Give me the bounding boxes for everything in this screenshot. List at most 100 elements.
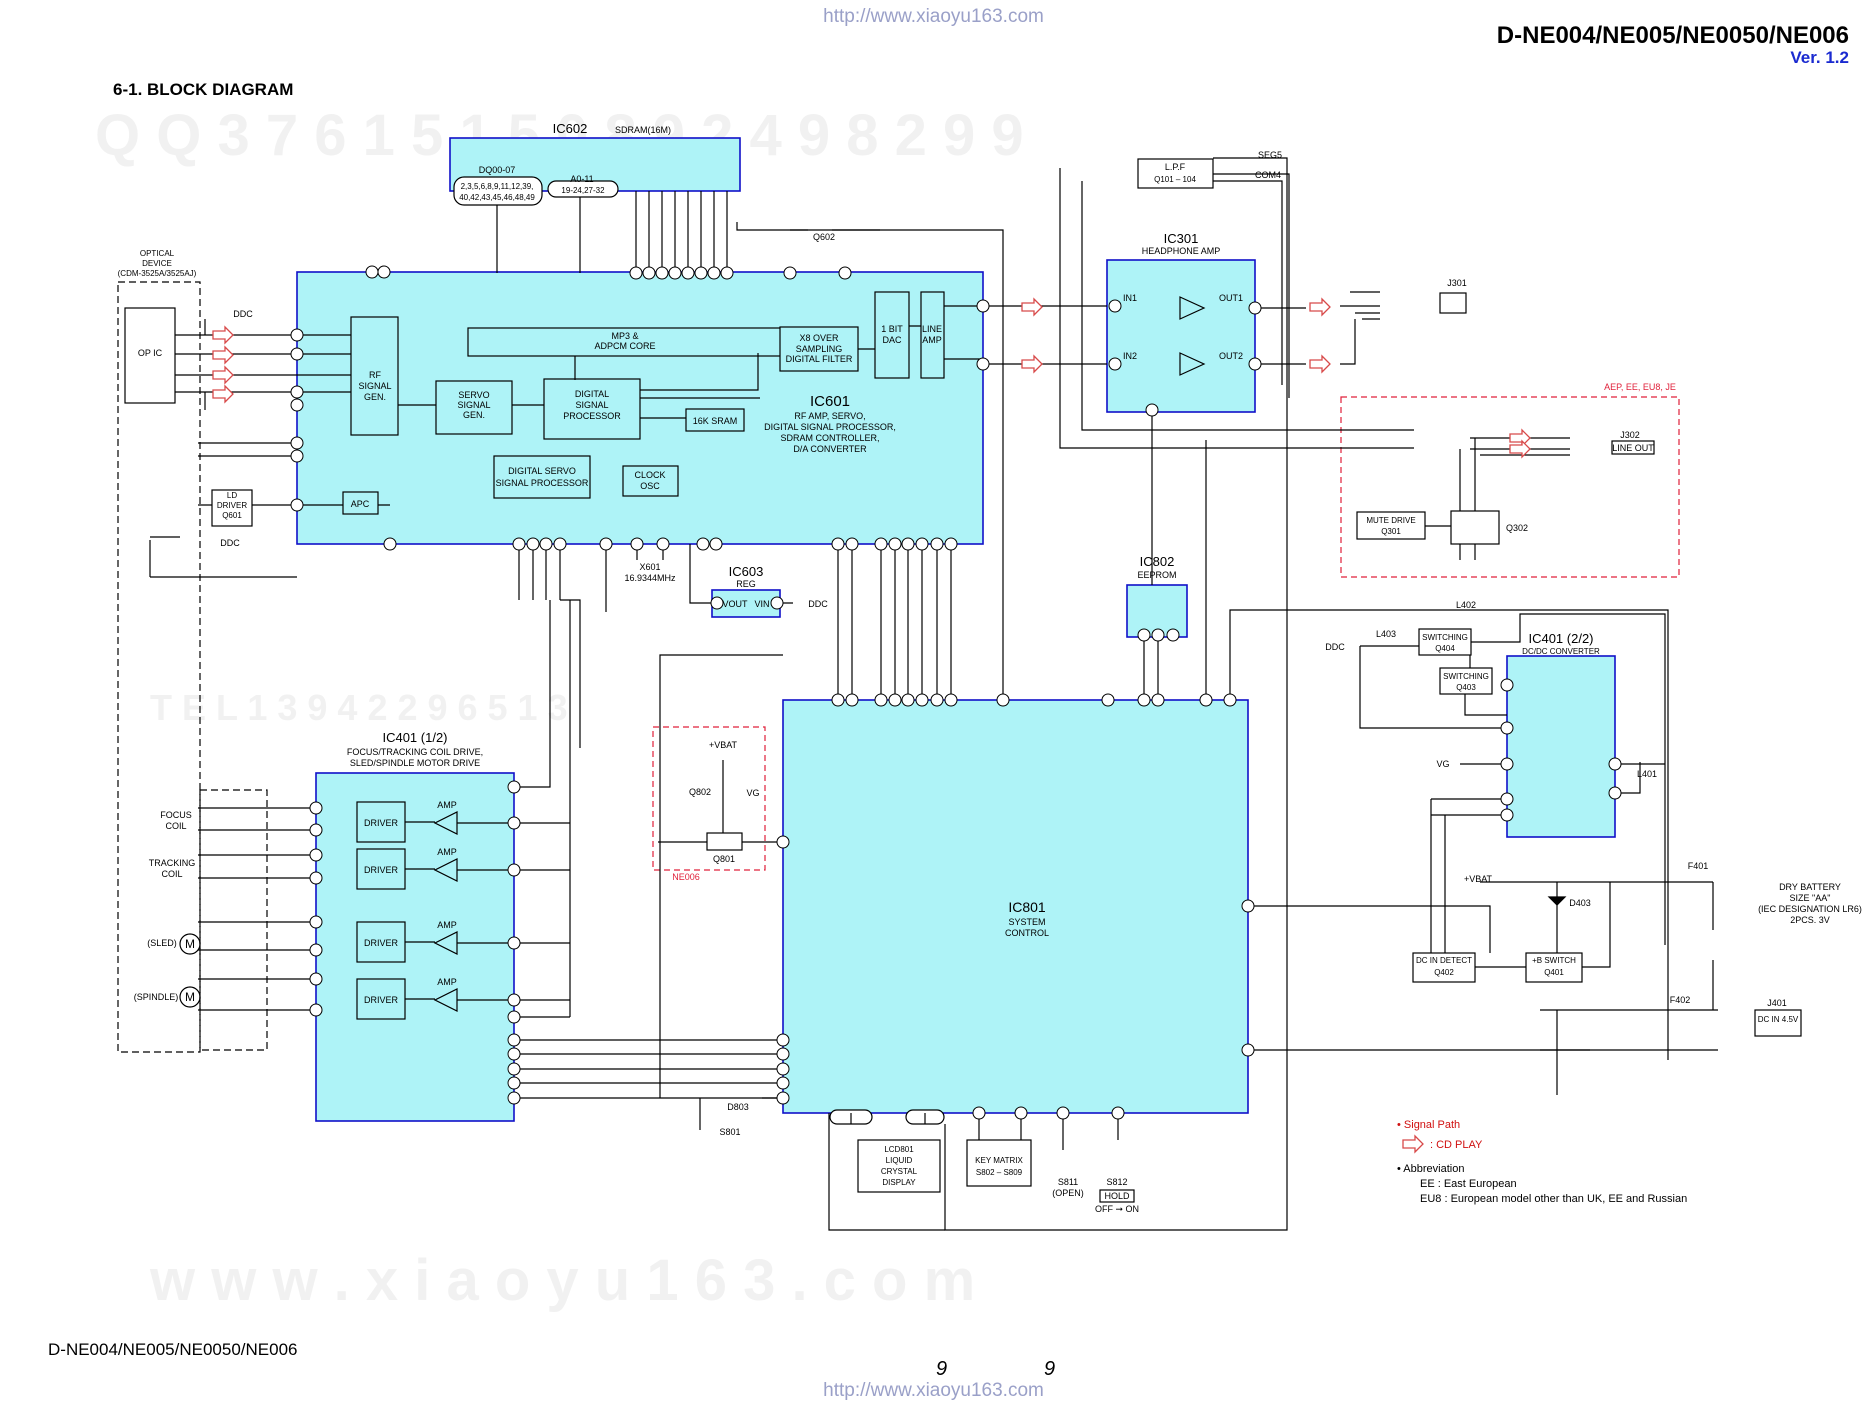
svg-text:DIGITAL SERVO: DIGITAL SERVO bbox=[508, 466, 576, 476]
svg-text:DAC: DAC bbox=[882, 335, 902, 345]
svg-text:RF AMP, SERVO,: RF AMP, SERVO, bbox=[794, 411, 865, 421]
svg-text:L.P.F: L.P.F bbox=[1165, 162, 1186, 172]
svg-text:Q301: Q301 bbox=[1381, 527, 1401, 536]
svg-text:EEPROM: EEPROM bbox=[1137, 570, 1176, 580]
ic802-title: IC802 bbox=[1140, 554, 1175, 569]
svg-text:EE : East European: EE : East European bbox=[1420, 1178, 1517, 1190]
svg-text:AMP: AMP bbox=[437, 977, 457, 987]
svg-text:A0-11: A0-11 bbox=[570, 174, 593, 184]
svg-text:DC IN DETECT: DC IN DETECT bbox=[1416, 956, 1472, 965]
svg-text:2PCS. 3V: 2PCS. 3V bbox=[1790, 915, 1830, 925]
svg-text:(OPEN): (OPEN) bbox=[1052, 1188, 1084, 1198]
ic401-dcdc-block bbox=[1506, 655, 1616, 838]
legend: • Signal Path : CD PLAY • Abbreviation E… bbox=[1397, 1119, 1687, 1205]
svg-text:LIQUID: LIQUID bbox=[886, 1156, 913, 1165]
page-number-right: 9 bbox=[1044, 1358, 1056, 1380]
svg-text:FOCUS/TRACKING COIL DRIVE,: FOCUS/TRACKING COIL DRIVE, bbox=[347, 747, 483, 757]
svg-text:AMP: AMP bbox=[437, 800, 457, 810]
svg-text:SYSTEM: SYSTEM bbox=[1008, 917, 1045, 927]
svg-text:VG: VG bbox=[746, 788, 759, 798]
svg-text:X601: X601 bbox=[639, 562, 660, 572]
svg-text:LINE: LINE bbox=[922, 324, 942, 334]
svg-text:DRIVER: DRIVER bbox=[364, 995, 399, 1005]
svg-text:w w w . x i a o y u 1 6 3 . c: w w w . x i a o y u 1 6 3 . c o m bbox=[149, 1248, 975, 1313]
svg-text:CRYSTAL: CRYSTAL bbox=[881, 1167, 918, 1176]
svg-text:SEG5: SEG5 bbox=[1258, 150, 1282, 160]
svg-text:L402: L402 bbox=[1456, 600, 1476, 610]
ic401-motor-driver-block bbox=[315, 772, 515, 1122]
svg-text:AMP: AMP bbox=[437, 920, 457, 930]
svg-text:OP IC: OP IC bbox=[138, 348, 163, 358]
svg-text:S801: S801 bbox=[719, 1127, 740, 1137]
svg-text:Q401: Q401 bbox=[1544, 968, 1564, 977]
svg-text:DRIVER: DRIVER bbox=[364, 865, 399, 875]
svg-text:Q302: Q302 bbox=[1506, 523, 1528, 533]
page-number-left: 9 bbox=[936, 1358, 948, 1380]
svg-text:+VBAT: +VBAT bbox=[1464, 874, 1493, 884]
svg-text:T E L 1 3 9 4 2 2 9 6 5 1 3: T E L 1 3 9 4 2 2 9 6 5 1 3 bbox=[150, 687, 568, 728]
svg-text:DDC: DDC bbox=[808, 599, 828, 609]
svg-text:VOUT: VOUT bbox=[722, 599, 748, 609]
svg-text:ADPCM CORE: ADPCM CORE bbox=[594, 341, 655, 351]
svg-text:40,42,43,45,46,48,49: 40,42,43,45,46,48,49 bbox=[459, 193, 535, 202]
svg-text:SWITCHING: SWITCHING bbox=[1422, 633, 1468, 642]
svg-text:J301: J301 bbox=[1447, 278, 1467, 288]
svg-text:EU8 : European model other tha: EU8 : European model other than UK, EE a… bbox=[1420, 1193, 1687, 1205]
ic301-title: IC301 bbox=[1164, 231, 1199, 246]
svg-text:(SLED): (SLED) bbox=[147, 938, 177, 948]
svg-text:SIGNAL: SIGNAL bbox=[358, 381, 391, 391]
svg-text:Q404: Q404 bbox=[1435, 644, 1455, 653]
svg-text:TRACKING: TRACKING bbox=[149, 858, 196, 868]
svg-text:IN1: IN1 bbox=[1123, 293, 1137, 303]
svg-text:AMP: AMP bbox=[922, 335, 942, 345]
svg-text:Q402: Q402 bbox=[1434, 968, 1454, 977]
svg-text:DEVICE: DEVICE bbox=[142, 259, 172, 268]
svg-text:CLOCK: CLOCK bbox=[634, 470, 665, 480]
signal-path-arrows bbox=[212, 297, 1531, 1154]
svg-text:M: M bbox=[185, 990, 195, 1004]
svg-text:DIGITAL: DIGITAL bbox=[575, 389, 609, 399]
svg-text:PROCESSOR: PROCESSOR bbox=[563, 411, 621, 421]
svg-text:VG: VG bbox=[1436, 759, 1449, 769]
svg-text:L403: L403 bbox=[1376, 629, 1396, 639]
svg-text:19-24,27-32: 19-24,27-32 bbox=[561, 186, 605, 195]
svg-text:Q801: Q801 bbox=[713, 854, 735, 864]
svg-text:S811: S811 bbox=[1058, 1177, 1078, 1187]
svg-text:REG: REG bbox=[736, 579, 756, 589]
svg-text:SIGNAL: SIGNAL bbox=[575, 400, 608, 410]
svg-text:COM4: COM4 bbox=[1255, 170, 1281, 180]
svg-text:SWITCHING: SWITCHING bbox=[1443, 672, 1489, 681]
svg-text:D803: D803 bbox=[727, 1102, 749, 1112]
ic301-headphone-amp-block bbox=[1106, 259, 1256, 413]
svg-text:COIL: COIL bbox=[165, 821, 186, 831]
svg-text:2,3,5,6,8,9,11,12,39,: 2,3,5,6,8,9,11,12,39, bbox=[461, 182, 534, 191]
ic801-system-control-block bbox=[782, 699, 1249, 1114]
svg-text:NE006: NE006 bbox=[672, 872, 700, 882]
svg-text:DC IN 4.5V: DC IN 4.5V bbox=[1758, 1015, 1799, 1024]
svg-text:LCD801: LCD801 bbox=[884, 1145, 914, 1154]
svg-text:S802 – S809: S802 – S809 bbox=[976, 1168, 1023, 1177]
version-label: Ver. 1.2 bbox=[1790, 48, 1849, 67]
svg-text:: CD PLAY: : CD PLAY bbox=[1430, 1139, 1483, 1151]
svg-text:LINE OUT: LINE OUT bbox=[1612, 443, 1654, 453]
svg-text:DDC: DDC bbox=[220, 538, 240, 548]
model-footer: D-NE004/NE005/NE0050/NE006 bbox=[48, 1340, 298, 1359]
svg-text:J302: J302 bbox=[1620, 430, 1640, 440]
svg-text:+B SWITCH: +B SWITCH bbox=[1532, 956, 1576, 965]
svg-text:1 BIT: 1 BIT bbox=[881, 324, 903, 334]
svg-text:J401: J401 bbox=[1767, 998, 1787, 1008]
svg-text:GEN.: GEN. bbox=[463, 410, 485, 420]
svg-text:OUT2: OUT2 bbox=[1219, 351, 1243, 361]
ic603-title: IC603 bbox=[729, 564, 764, 579]
diagram-labels: IC602 SDRAM(16M) DQ00-07 2,3,5,6,8,9,11,… bbox=[118, 121, 1862, 1214]
svg-text:CONTROL: CONTROL bbox=[1005, 928, 1049, 938]
svg-text:SIZE "AA": SIZE "AA" bbox=[1790, 893, 1831, 903]
svg-text:DC/DC CONVERTER: DC/DC CONVERTER bbox=[1522, 647, 1600, 656]
svg-text:HOLD: HOLD bbox=[1104, 1191, 1130, 1201]
ic401b-title: IC401 (2/2) bbox=[1528, 631, 1593, 646]
svg-text:• Signal Path: • Signal Path bbox=[1397, 1119, 1460, 1131]
svg-text:DQ00-07: DQ00-07 bbox=[479, 165, 516, 175]
ic801-title: IC801 bbox=[1008, 899, 1046, 915]
svg-text:L401: L401 bbox=[1637, 769, 1657, 779]
svg-text:IN2: IN2 bbox=[1123, 351, 1137, 361]
